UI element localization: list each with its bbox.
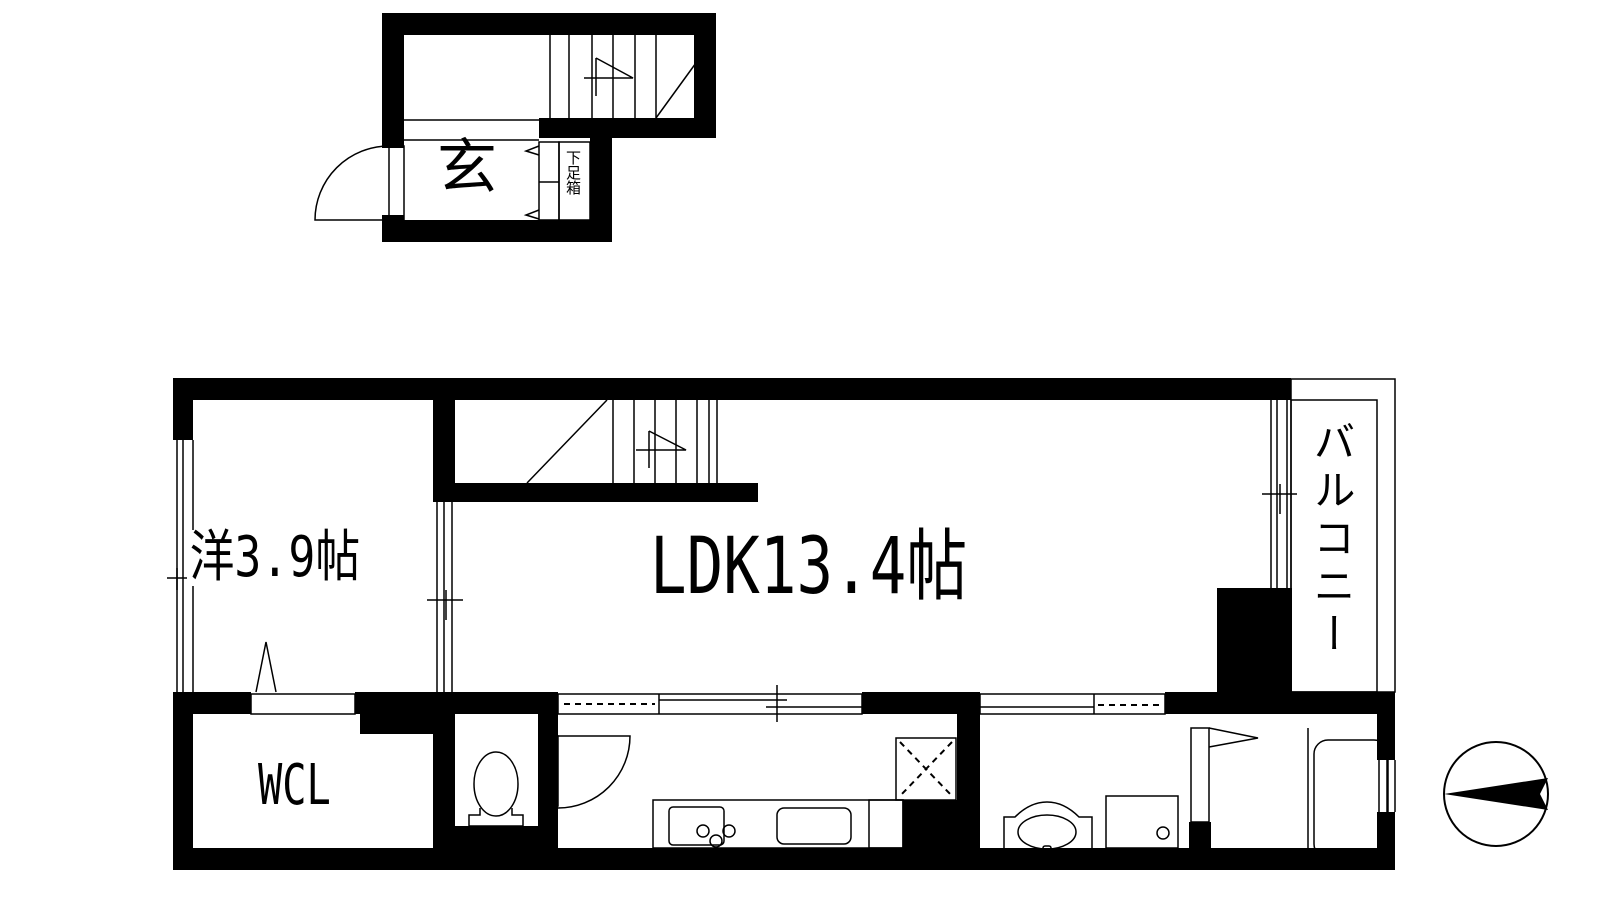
- entrance-door-icon: [314, 145, 405, 221]
- sliding-door-icon: [427, 502, 463, 692]
- washbasin-icon: [1003, 801, 1093, 861]
- entrance-label: 玄: [437, 133, 497, 203]
- lower-level-unit: [167, 378, 1396, 870]
- western-room-label: 洋3.9帖: [188, 525, 362, 590]
- walk-in-closet-label: WCL: [258, 753, 331, 818]
- refrigerator-icon: [895, 737, 957, 801]
- balcony-window-icon: [1262, 400, 1297, 588]
- north-arrow-icon: [1443, 741, 1549, 847]
- washing-machine-icon: [1105, 795, 1179, 849]
- balcony-label: バルコニー: [1307, 420, 1356, 660]
- upper-level-entrance-unit: [314, 13, 716, 242]
- shoe-box-label: 下足箱: [564, 150, 582, 195]
- bathtub-icon: [1313, 739, 1389, 859]
- stairs-icon: [526, 399, 718, 484]
- toilet-icon: [468, 751, 524, 827]
- stairs-icon: [549, 35, 710, 119]
- closet-door-icon: [250, 641, 356, 715]
- bath-window-icon: [1378, 760, 1396, 812]
- toilet-door-icon: [539, 735, 631, 809]
- kitchen-counter-icon: [652, 799, 904, 849]
- bath-door-icon: [1190, 727, 1259, 823]
- washroom-door-icon: [979, 693, 1166, 715]
- shoe-box-icon: [523, 141, 591, 221]
- ldk-label: LDK13.4帖: [650, 522, 968, 612]
- kitchen-window-icon: [557, 685, 863, 722]
